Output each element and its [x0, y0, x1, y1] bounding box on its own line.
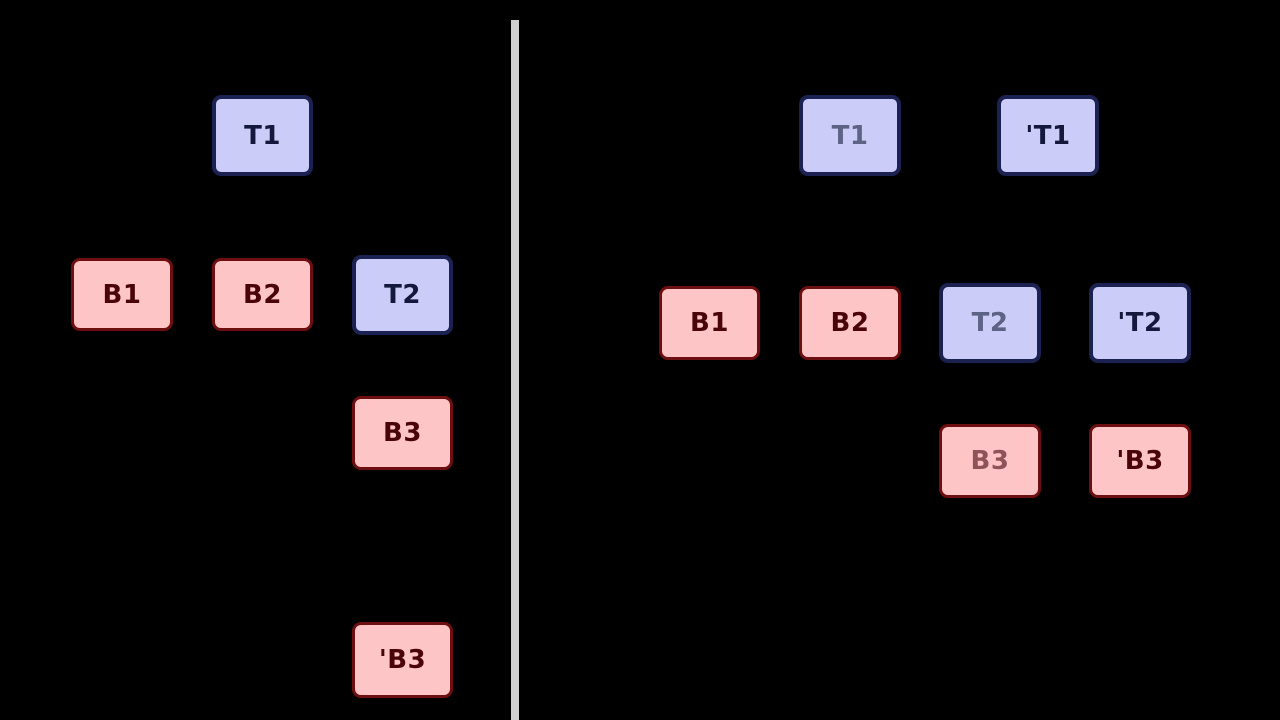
node-label: B1: [102, 279, 142, 310]
node-l-b2[interactable]: B2: [212, 258, 313, 331]
node-label: B2: [830, 308, 870, 338]
node-label: T2: [971, 308, 1009, 338]
node-r-t2[interactable]: T2: [939, 283, 1041, 363]
node-r-pb3[interactable]: 'B3: [1089, 424, 1191, 498]
node-l-pb3[interactable]: 'B3: [352, 622, 453, 698]
node-label: B3: [970, 446, 1010, 476]
node-label: 'T2: [1117, 308, 1163, 338]
node-label: T1: [831, 120, 869, 151]
node-l-b1[interactable]: B1: [71, 258, 173, 331]
node-label: 'T1: [1025, 120, 1071, 151]
panel-divider: [511, 20, 519, 720]
node-label: 'B3: [1116, 446, 1164, 476]
node-r-b2[interactable]: B2: [799, 286, 901, 360]
node-label: 'B3: [378, 645, 427, 675]
node-label: B2: [243, 279, 282, 310]
node-label: T1: [244, 120, 281, 151]
node-r-pt1[interactable]: 'T1: [997, 95, 1099, 176]
node-l-t2[interactable]: T2: [352, 255, 453, 335]
node-l-t1[interactable]: T1: [212, 95, 313, 176]
node-r-t1[interactable]: T1: [799, 95, 901, 176]
node-r-b1[interactable]: B1: [659, 286, 760, 360]
node-r-pt2[interactable]: 'T2: [1089, 283, 1191, 363]
node-label: B1: [690, 308, 729, 338]
node-l-b3[interactable]: B3: [352, 396, 453, 470]
node-r-b3[interactable]: B3: [939, 424, 1041, 498]
node-label: T2: [384, 280, 421, 310]
node-label: B3: [383, 418, 422, 448]
